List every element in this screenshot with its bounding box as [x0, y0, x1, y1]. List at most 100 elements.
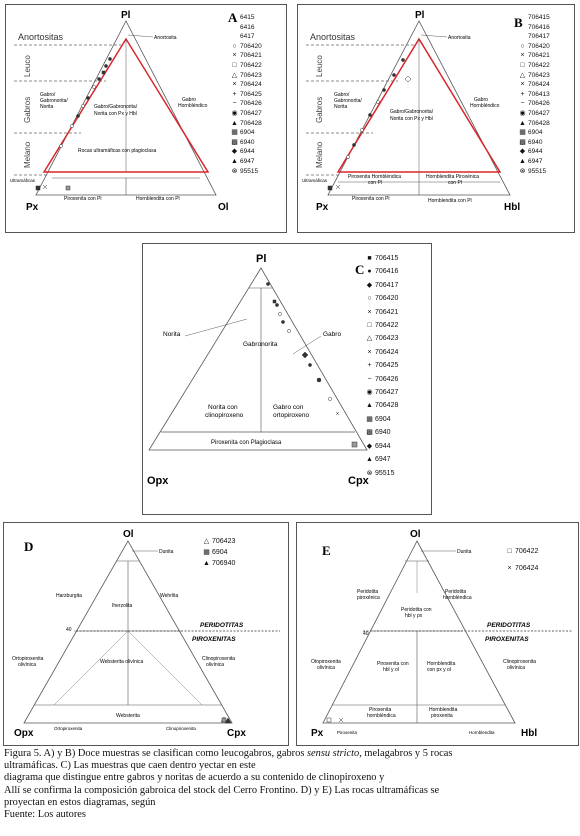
gabro-hornblendico-line1: Gabro	[474, 97, 488, 103]
horn-piroxenica-line2: con Pl	[448, 180, 462, 186]
legend-d: △706423 ▦6904 ▲706940	[202, 536, 235, 569]
legend-entry: 706420	[375, 295, 399, 303]
legend-symbol: ▲	[519, 157, 526, 165]
legend-symbol: △	[231, 71, 238, 79]
ternary-diagram-c: C Pl Opx Cpx Norita Gabro Gabronorita No…	[147, 253, 370, 487]
legend-b: 706415 706416 706417 ○706420 ×706421 □70…	[518, 13, 550, 176]
legend-entry: 706416	[375, 268, 399, 276]
ortopiroxenita-label: Ortopiroxenita	[54, 726, 83, 731]
legend-entry: 706427	[375, 389, 399, 397]
sample-point	[382, 88, 386, 92]
sample-point	[401, 58, 405, 62]
legend-entry: 706426	[528, 100, 550, 108]
piroxenita-label: Piroxenita	[337, 730, 358, 735]
legend-symbol: ×	[232, 81, 237, 89]
sample-point	[266, 282, 270, 286]
gabro-label: Gabro	[323, 331, 341, 338]
legend-symbol: ◆	[231, 148, 238, 156]
legend-entry: 6947	[528, 157, 543, 165]
legend-entry: 706428	[240, 119, 262, 127]
sample-point	[351, 441, 358, 448]
legend-symbol: ▲	[519, 119, 526, 127]
legend-entry: 706423	[528, 71, 550, 79]
ortopiroxenita-ol-line2: olivínica	[18, 662, 36, 668]
sample-point	[224, 717, 232, 724]
sample-point	[59, 144, 63, 148]
legend-symbol: ×	[507, 565, 512, 572]
sample-points	[327, 58, 412, 191]
legend-entry: 706422	[240, 61, 262, 69]
legend-entry: 6944	[240, 148, 255, 156]
legend-symbol: ▦	[231, 129, 238, 137]
legend-entry: 95515	[240, 167, 259, 175]
vertex-right-label: Hbl	[521, 728, 537, 739]
gabro-label-line1: Gabro/	[40, 92, 56, 98]
legend-entry: 6904	[375, 415, 391, 423]
legend-symbol: ■	[367, 255, 372, 262]
panel-letter: D	[24, 539, 33, 554]
legend-entry: 6904	[212, 549, 228, 556]
hornblendita-pl-label: Hornblendita con Pl	[136, 196, 180, 202]
ultramaficas-label: Ultramáficas	[10, 178, 36, 183]
legend-symbol: ▦	[519, 129, 526, 137]
legend-entry: 6904	[528, 129, 543, 137]
sample-point	[360, 128, 364, 132]
legend-entry: 6947	[375, 456, 391, 464]
clinopiroxenita-line1: Clinopiroxenita	[503, 659, 536, 665]
diagram-panel-a: A Pl Px Ol Leuco Gabros Melano Anortosit…	[5, 4, 287, 233]
gabro-orto-line1: Gabro con	[273, 404, 304, 411]
perid-pir-line2: piroxénica	[357, 595, 380, 601]
sample-point	[328, 397, 332, 401]
sample-point	[281, 320, 285, 324]
legend-symbol: ◆	[366, 442, 373, 450]
sample-point	[308, 363, 312, 367]
vertex-top-label: Ol	[123, 529, 134, 540]
legend-entry: 706417	[375, 281, 399, 289]
legend-symbol: ◆	[519, 148, 526, 156]
horn-px-line2: con px y ol	[427, 667, 451, 673]
ternary-diagram-e: E Ol Px Hbl Dunita Peridotita piroxénica…	[311, 529, 572, 739]
legend-entry: 706421	[375, 308, 399, 316]
outer-triangle	[322, 540, 516, 724]
legend-symbol: ◉	[231, 109, 238, 117]
horn-px-line1: Hornblendita	[427, 661, 456, 667]
vertex-left-label: Opx	[147, 475, 169, 487]
sample-point	[338, 717, 344, 723]
sample-point	[81, 104, 85, 108]
vertex-top-label: Pl	[256, 253, 266, 265]
legend-entry: 706426	[240, 100, 262, 108]
legend-symbol: ▲	[203, 560, 210, 567]
legend-symbol: ▲	[231, 119, 238, 127]
legend-symbol: ◉	[366, 389, 373, 397]
sample-point	[335, 184, 341, 190]
legend-entry: 706420	[528, 42, 550, 50]
rocas-ultramaficas-label: Rocas ultramáficas con plagioclasa	[78, 148, 157, 154]
panel-letter: C	[355, 262, 364, 277]
vertex-right-label: Cpx	[348, 475, 370, 487]
ortopiroxenita-ol-line1: Ortopiroxenita	[12, 656, 44, 662]
legend-entry: 706413	[528, 90, 550, 98]
sample-points	[266, 282, 358, 448]
gabro-label-line2: Gabronorita/	[334, 98, 362, 104]
gabro-px-hbl-line1: Gabro/Gabronorita/	[94, 104, 138, 110]
legend-symbol: ▲	[366, 456, 373, 464]
legend-symbol: □	[507, 548, 512, 555]
hornblendita-pl-label: Hornblendita con Pl	[428, 198, 472, 204]
legend-symbol: ▲	[366, 402, 373, 410]
legend-entry: 706422	[515, 548, 539, 555]
panel-letter: A	[228, 10, 238, 25]
caption-line-5: proyectan en estos diagramas, según	[4, 796, 156, 808]
legend-entry: 706420	[240, 42, 262, 50]
hornblendita-label: Hornblendita	[469, 730, 495, 735]
pir-hbl-line1: Piroxenita con	[377, 661, 409, 667]
legend-entry: 6417	[240, 33, 255, 41]
gabros-label: Gabros	[315, 97, 324, 123]
diagram-panel-d: D Ol Opx Cpx Dunita Harzburgita Iherzoli…	[3, 522, 289, 746]
vertex-top-label: Pl	[121, 10, 131, 21]
legend-entry: 706424	[528, 81, 550, 89]
clinopiroxenita-ol-line2: olivínica	[206, 662, 224, 668]
vertex-right-label: Hbl	[504, 202, 520, 213]
piroxenitas-label: PIROXENITAS	[192, 636, 236, 643]
legend-entry: 706426	[375, 375, 399, 383]
vertex-left-label: Opx	[14, 728, 34, 739]
